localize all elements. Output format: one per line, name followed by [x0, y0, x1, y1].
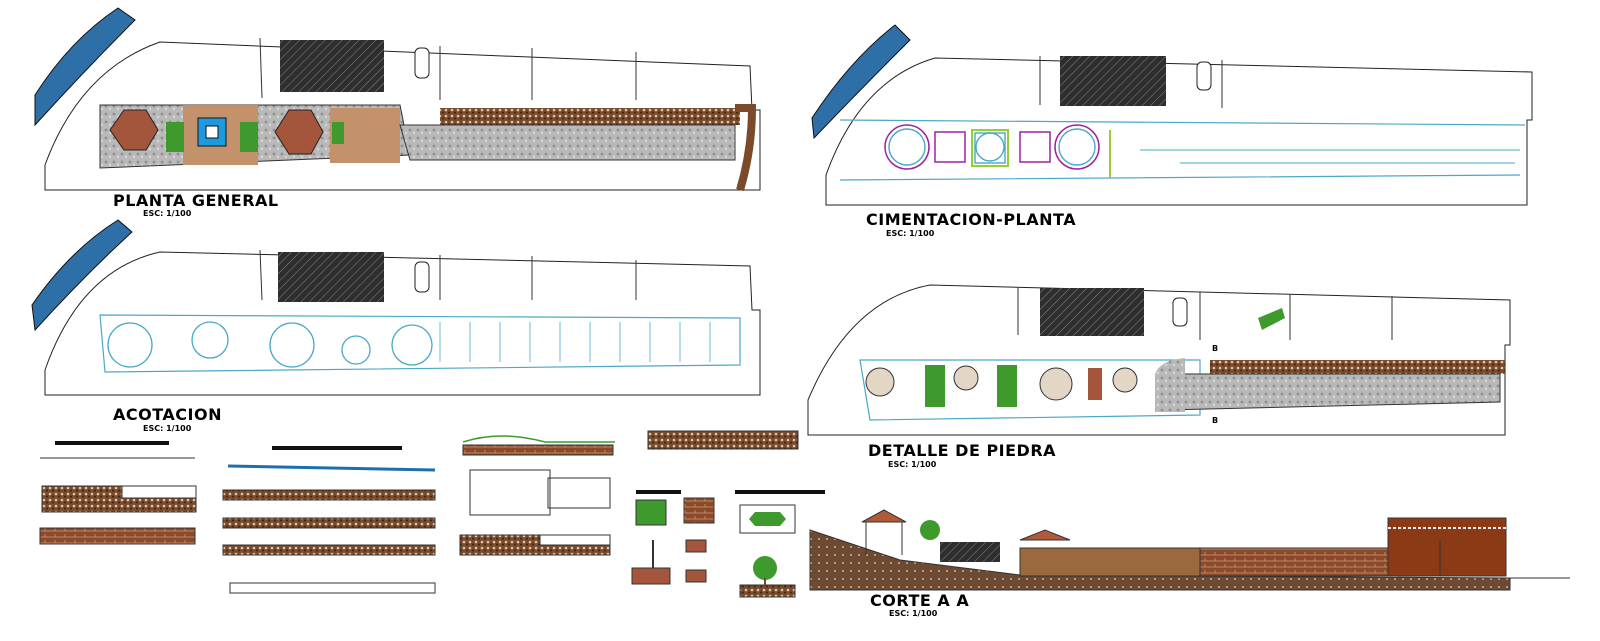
hexagon-planter [274, 109, 324, 155]
hatched-building [1060, 56, 1166, 106]
scale-acotacion: ESC: 1/100 [143, 424, 192, 433]
hexagon-planter [109, 109, 159, 151]
site-boundary [807, 284, 1511, 436]
section-corte-a-a [809, 509, 1570, 591]
paved-walkway [399, 124, 736, 161]
end-building [1387, 517, 1507, 577]
construction-details [39, 430, 825, 598]
scale-detalle-de-piedra: ESC: 1/100 [888, 460, 937, 469]
title-acotacion: ACOTACION [113, 405, 222, 424]
river-channel [811, 24, 911, 140]
gravel-strip [440, 108, 740, 125]
site-boundary [825, 57, 1533, 206]
title-corte-a-a: CORTE A A [870, 591, 969, 610]
plan-acotacion [31, 219, 761, 396]
car-icon [1196, 61, 1212, 91]
scale-corte-a-a: ESC: 1/100 [889, 609, 938, 618]
scale-planta-general: ESC: 1/100 [143, 209, 192, 218]
car-icon [414, 261, 430, 293]
plan-planta-general [34, 7, 761, 192]
paved-walkway [1159, 373, 1501, 411]
river-channel [34, 7, 136, 127]
hatched-building [278, 252, 384, 302]
plan-detalle-de-piedra [807, 284, 1511, 436]
green-shape [1258, 308, 1285, 330]
river-channel [31, 219, 133, 332]
site-boundary [44, 41, 761, 191]
scale-cimentacion-planta: ESC: 1/100 [886, 229, 935, 238]
title-detalle-de-piedra: DETALLE DE PIEDRA [868, 441, 1056, 460]
kiosk-roof [861, 509, 907, 523]
section-mark-b-bottom: B [1212, 416, 1218, 425]
car-icon [1172, 297, 1188, 327]
title-planta-general: PLANTA GENERAL [113, 191, 279, 210]
title-cimentacion-planta: CIMENTACION-PLANTA [866, 210, 1076, 229]
site-boundary [44, 251, 761, 396]
hatched-building [280, 40, 384, 92]
footing-grid [888, 128, 1096, 166]
green-bed [240, 122, 258, 152]
green-bed [332, 122, 344, 144]
green-bed [166, 122, 184, 152]
car-icon [414, 47, 430, 79]
section-mark-b-top: B [1212, 344, 1218, 353]
gravel-strip [1210, 360, 1505, 374]
plan-cimentacion [811, 24, 1533, 206]
hatched-building [1040, 288, 1144, 336]
